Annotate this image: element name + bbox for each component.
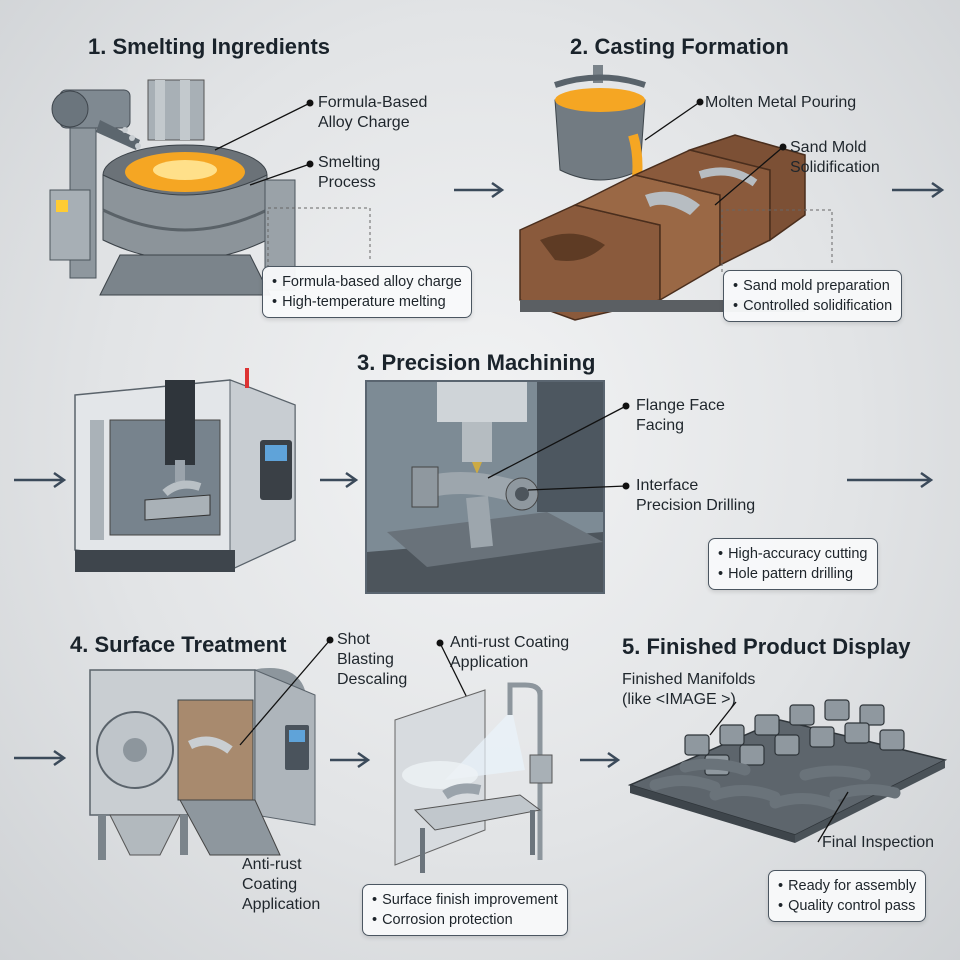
machining-closeup-photo	[365, 380, 605, 594]
smelting-furnace-illustration	[49, 79, 296, 296]
callout-finished-manifolds: Finished Manifolds(like <IMAGE >)	[622, 671, 756, 708]
arrow-into-3	[14, 471, 67, 489]
step-5-title: 5. Finished Product Display	[622, 634, 911, 659]
step-3-bullets: High-accuracy cutting Hole pattern drill…	[708, 538, 878, 590]
step-4-title: 4. Surface Treatment	[70, 632, 287, 657]
step-4-bullets: Surface finish improvement Corrosion pro…	[362, 884, 568, 936]
arrow-4-to-5	[580, 751, 621, 769]
shot-blasting-cabinet-illustration	[89, 667, 316, 860]
antirust-spray-station-illustration	[394, 682, 553, 873]
arrow-into-4	[14, 749, 67, 767]
cnc-machine-illustration	[74, 368, 296, 572]
callout-molten-pouring: Molten Metal Pouring	[705, 94, 857, 111]
step-1-title: 1. Smelting Ingredients	[88, 34, 331, 59]
callout-final-inspection: Final Inspection	[822, 834, 935, 851]
step-5-bullets: Ready for assembly Quality control pass	[768, 870, 927, 922]
arrow-machine-to-detail	[320, 471, 359, 489]
arrow-1-to-2	[454, 181, 505, 199]
step-2-bullets: Sand mold preparation Controlled solidif…	[723, 270, 903, 322]
arrow-blast-to-coat	[330, 751, 371, 769]
step-1-bullets: Formula-based alloy charge High-temperat…	[262, 266, 472, 318]
arrow-2-to-3	[892, 181, 945, 199]
step-2-title: 2. Casting Formation	[570, 34, 789, 59]
casting-molds-illustration	[519, 65, 806, 321]
finished-manifolds-tray-illustration	[627, 699, 948, 843]
step-3-title: 3. Precision Machining	[357, 350, 596, 375]
arrow-3-to-4	[847, 471, 934, 489]
